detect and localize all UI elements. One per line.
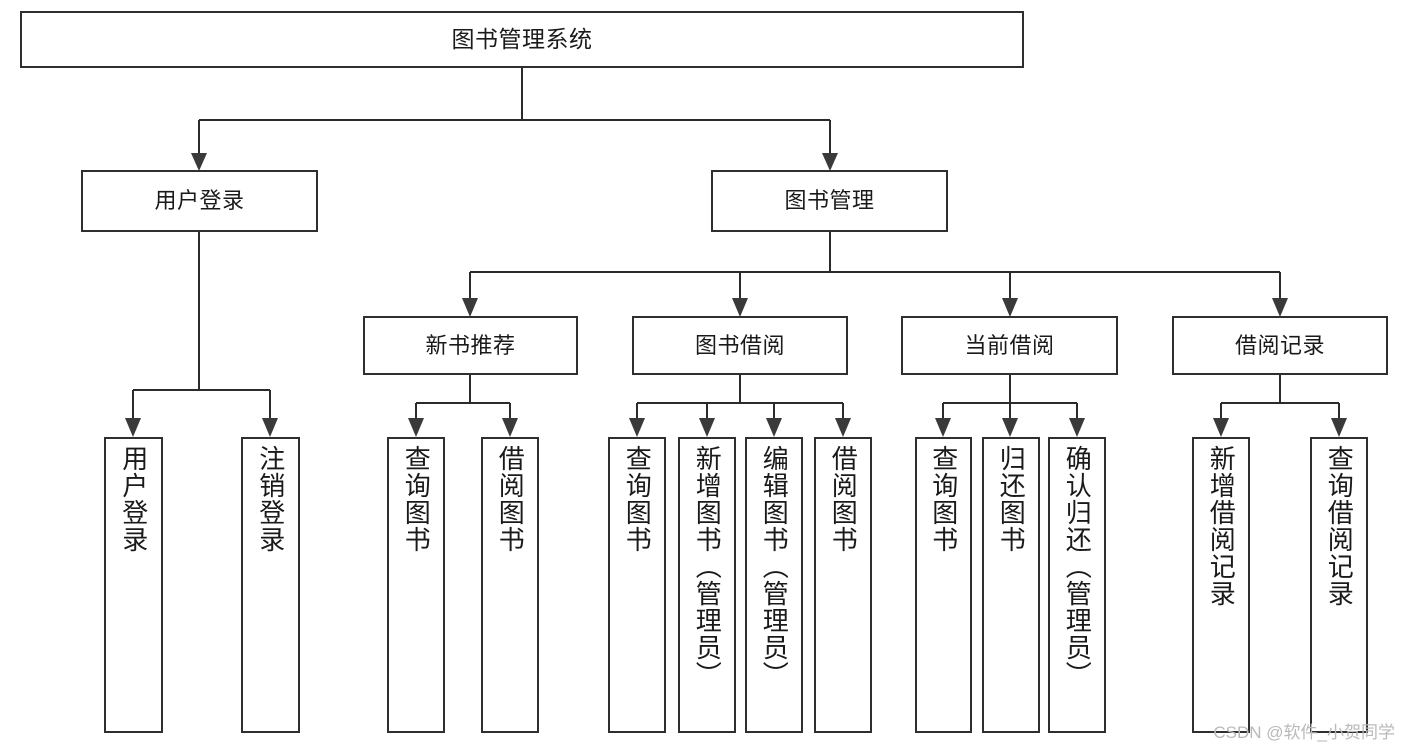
node-label: 查询图书: [928, 445, 959, 553]
node-label: 新增借阅记录: [1206, 445, 1237, 607]
leaf-bookborrow-edit-book-admin[interactable]: 编辑图书（管理员）: [745, 437, 803, 733]
node-label: 归还图书: [996, 445, 1027, 553]
node-label: 用户登录: [154, 188, 245, 214]
node-label: 查询图书: [622, 445, 653, 553]
arrow-book-borrow: [732, 298, 748, 317]
arrow-nb-leaf2: [502, 418, 518, 437]
leaf-bookborrow-add-book-admin[interactable]: 新增图书（管理员）: [678, 437, 736, 733]
leaf-borrowrecord-add-record[interactable]: 新增借阅记录: [1192, 437, 1250, 733]
arrow-br-leaf1: [1213, 418, 1229, 437]
node-label: 编辑图书（管理员）: [759, 445, 790, 688]
arrow-br-leaf2: [1331, 418, 1347, 437]
node-current-borrow[interactable]: 当前借阅: [901, 316, 1118, 375]
arrow-bb-leaf3: [766, 418, 782, 437]
node-root-system[interactable]: 图书管理系统: [20, 11, 1024, 68]
leaf-borrowrecord-query-record[interactable]: 查询借阅记录: [1310, 437, 1368, 733]
node-label: 图书管理: [784, 188, 875, 214]
arrow-new-book: [462, 298, 478, 317]
node-label: 借阅图书: [495, 445, 526, 553]
arrow-bb-leaf2: [699, 418, 715, 437]
arrow-cb-leaf2: [1002, 418, 1018, 437]
node-label: 新书推荐: [425, 332, 516, 358]
leaf-logout[interactable]: 注销登录: [241, 437, 300, 733]
arrow-cb-leaf1: [935, 418, 951, 437]
node-borrow-record[interactable]: 借阅记录: [1172, 316, 1388, 375]
node-label: 借阅记录: [1234, 332, 1325, 358]
arrow-leaf-logout: [262, 418, 278, 437]
arrow-bb-leaf1: [629, 418, 645, 437]
node-label: 确认归还（管理员）: [1062, 445, 1093, 688]
leaf-bookborrow-borrow-book[interactable]: 借阅图书: [814, 437, 872, 733]
leaf-user-login[interactable]: 用户登录: [104, 437, 163, 733]
node-book-management[interactable]: 图书管理: [711, 170, 948, 232]
arrow-book-mgmt: [822, 153, 838, 171]
node-label: 图书借阅: [694, 332, 785, 358]
node-label: 当前借阅: [964, 332, 1055, 358]
node-user-login[interactable]: 用户登录: [81, 170, 318, 232]
node-label: 借阅图书: [828, 445, 859, 553]
node-label: 图书管理系统: [451, 26, 593, 53]
node-label: 用户登录: [118, 445, 149, 553]
arrow-bb-leaf4: [835, 418, 851, 437]
leaf-newbook-query-book[interactable]: 查询图书: [387, 437, 445, 733]
leaf-bookborrow-query-book[interactable]: 查询图书: [608, 437, 666, 733]
node-label: 注销登录: [255, 445, 286, 553]
node-book-borrow[interactable]: 图书借阅: [632, 316, 848, 375]
arrow-nb-leaf1: [408, 418, 424, 437]
leaf-newbook-borrow-book[interactable]: 借阅图书: [481, 437, 539, 733]
node-label: 查询图书: [401, 445, 432, 553]
arrow-user-login: [191, 153, 207, 171]
arrow-leaf-user-login: [125, 418, 141, 437]
leaf-currentborrow-confirm-return-admin[interactable]: 确认归还（管理员）: [1048, 437, 1106, 733]
arrow-current-borrow: [1002, 298, 1018, 317]
arrow-borrow-record: [1272, 298, 1288, 317]
node-new-book-recommend[interactable]: 新书推荐: [363, 316, 578, 375]
leaf-currentborrow-return-book[interactable]: 归还图书: [982, 437, 1040, 733]
node-label: 查询借阅记录: [1324, 445, 1355, 607]
csdn-watermark: CSDN @软件_小贺同学: [1213, 723, 1395, 742]
leaf-currentborrow-query-book[interactable]: 查询图书: [915, 437, 972, 733]
node-label: 新增图书（管理员）: [692, 445, 723, 688]
arrow-cb-leaf3: [1069, 418, 1085, 437]
